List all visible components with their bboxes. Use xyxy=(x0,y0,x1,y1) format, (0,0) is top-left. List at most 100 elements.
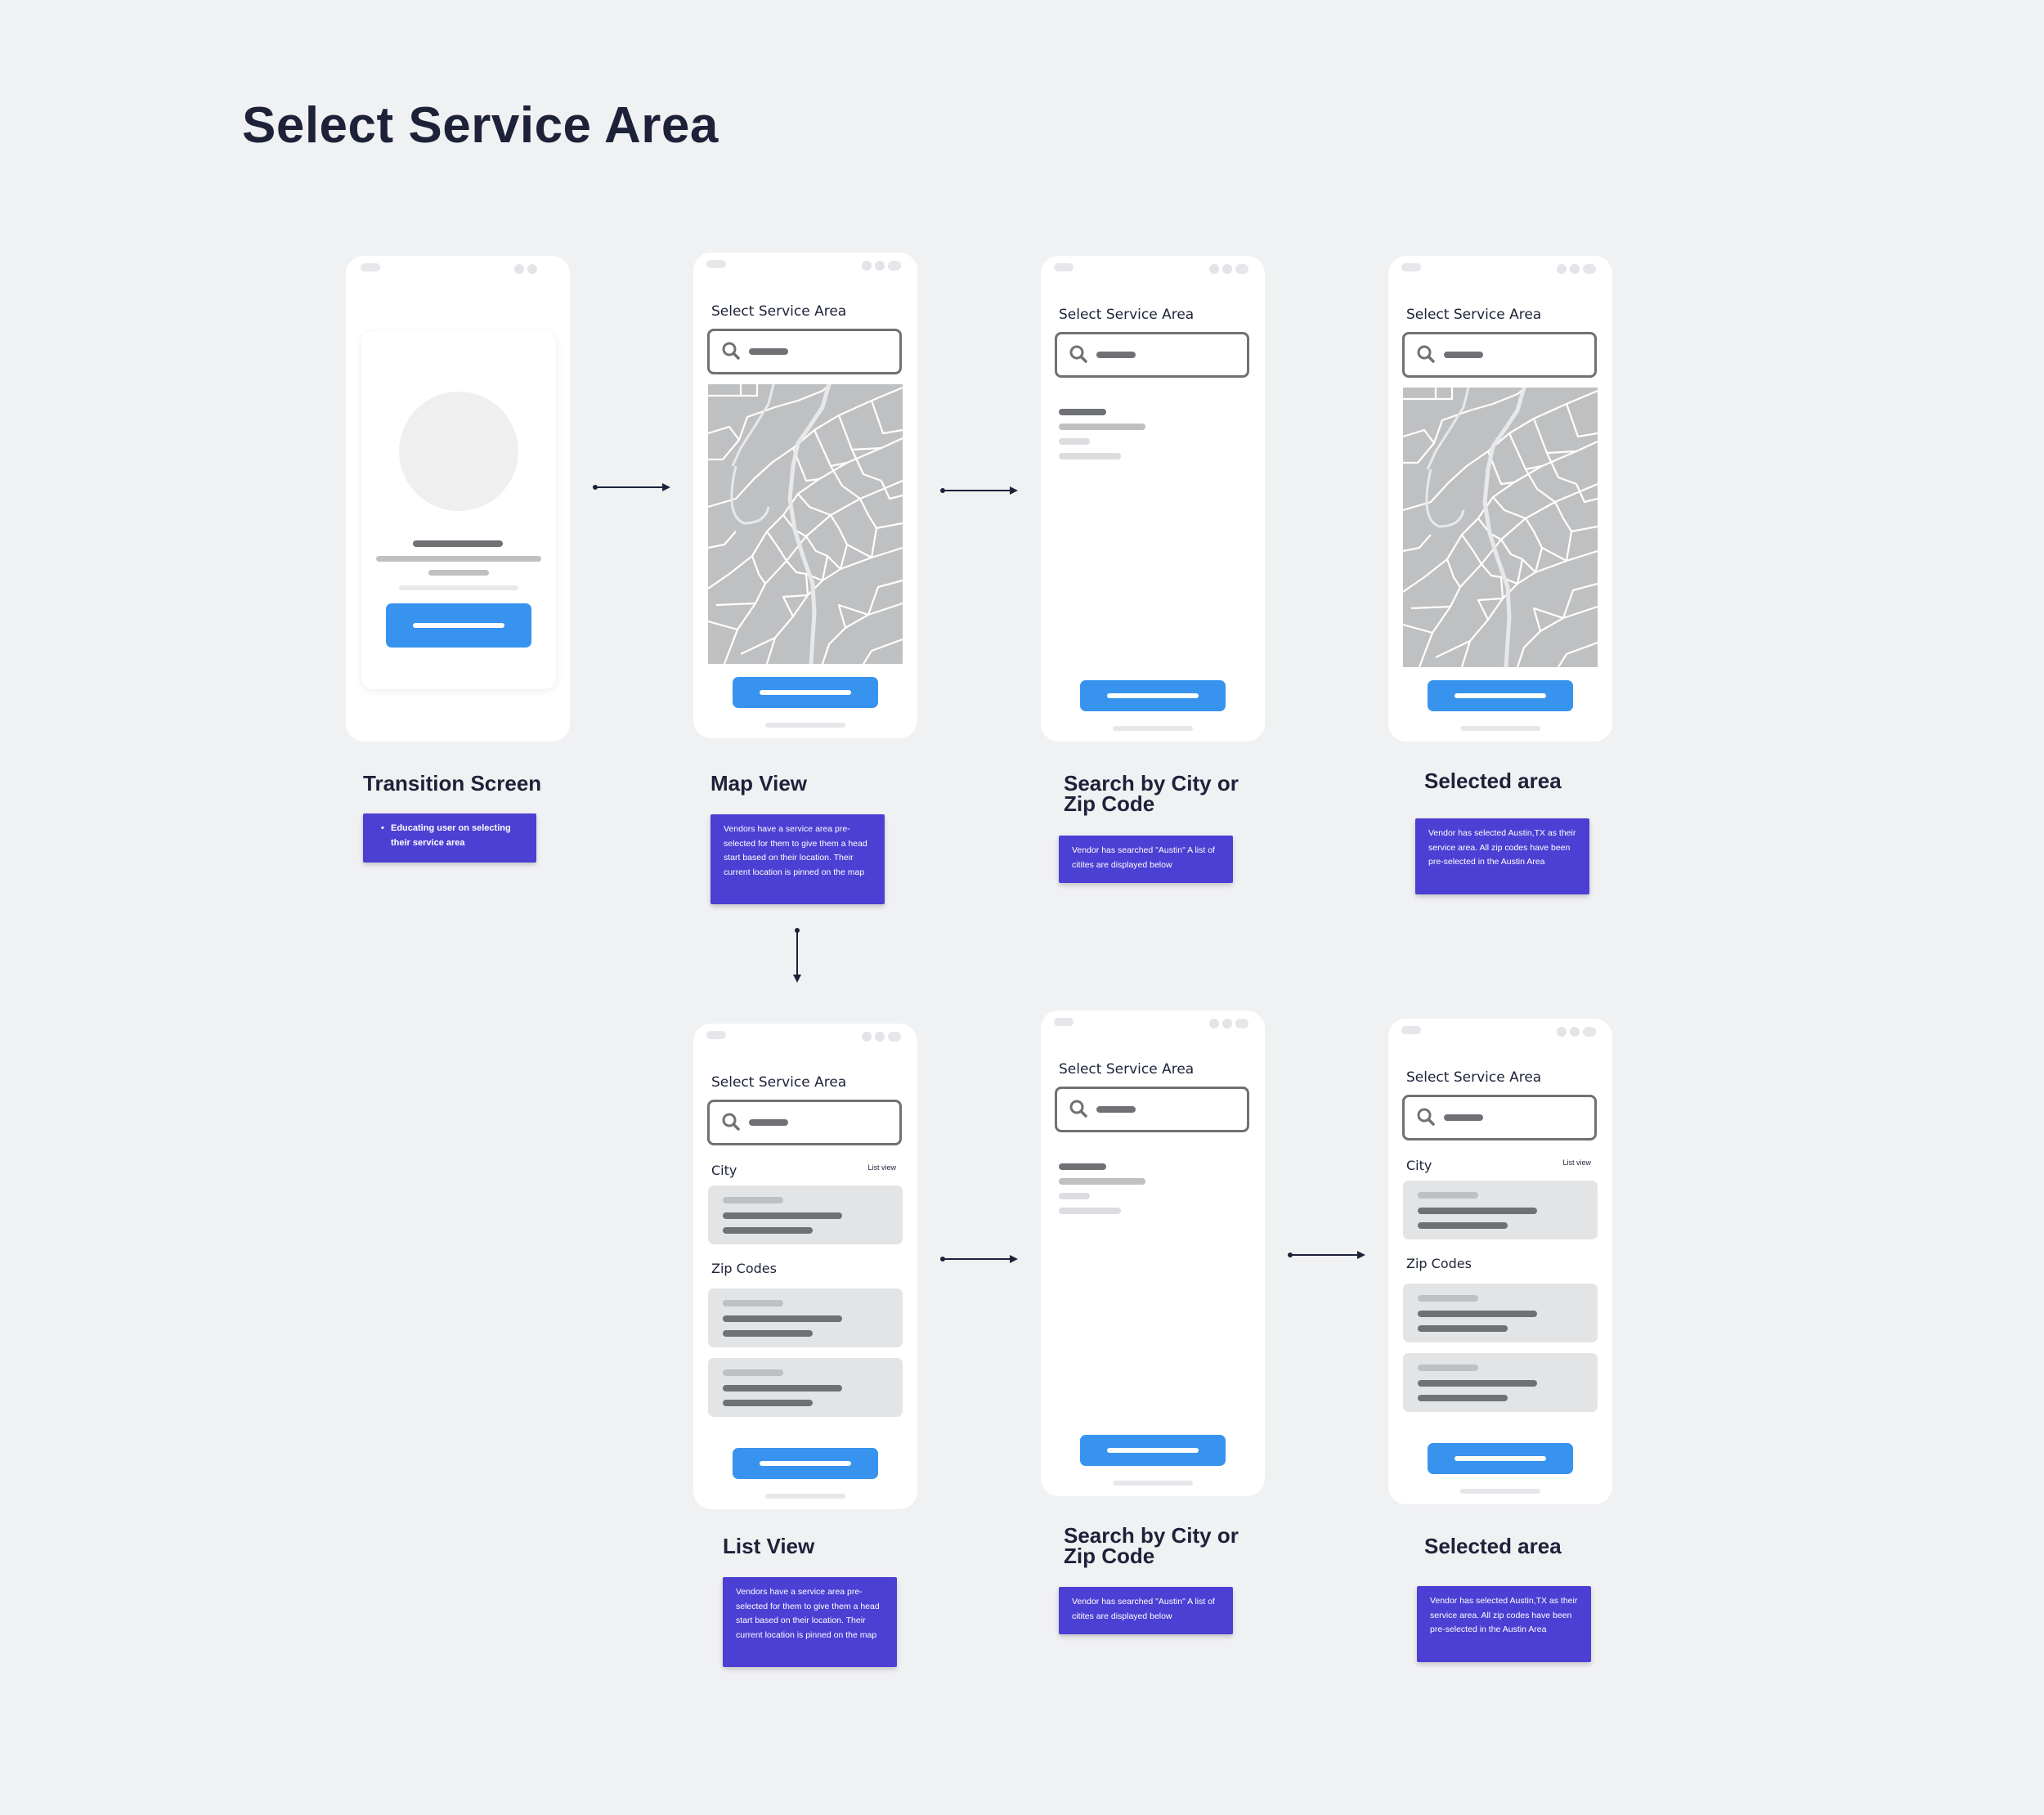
confirm-button[interactable] xyxy=(1080,680,1226,711)
status-dot xyxy=(875,1032,885,1042)
map-roads xyxy=(1403,388,1598,667)
status-pill xyxy=(361,263,380,271)
flow-arrow-right xyxy=(593,483,670,491)
home-indicator xyxy=(1113,726,1193,731)
note-transition: Educating user on selecting their servic… xyxy=(363,813,536,863)
map-area[interactable] xyxy=(1403,388,1598,667)
confirm-button[interactable] xyxy=(733,677,878,708)
search-input[interactable] xyxy=(1055,332,1249,378)
phone-search-1: Select Service Area xyxy=(1041,256,1265,742)
status-pill xyxy=(1401,263,1421,271)
confirm-button[interactable] xyxy=(1080,1435,1226,1466)
status-pill xyxy=(1583,264,1596,274)
search-icon xyxy=(1069,344,1088,364)
screen-header: Select Service Area xyxy=(711,303,847,320)
result-line[interactable] xyxy=(1059,409,1106,415)
zip-card[interactable] xyxy=(1403,1284,1598,1342)
result-line[interactable] xyxy=(1059,1208,1121,1214)
status-pill xyxy=(1401,1026,1421,1034)
screen-label: List View xyxy=(723,1534,815,1558)
search-icon xyxy=(1416,1107,1436,1127)
search-icon xyxy=(1416,344,1436,364)
phone-list-view: Select Service Area City List view Zip C… xyxy=(693,1024,917,1509)
search-input[interactable] xyxy=(707,1100,902,1145)
status-pill xyxy=(1054,263,1074,271)
list-view-toggle[interactable]: List view xyxy=(867,1163,896,1172)
illustration-placeholder xyxy=(399,392,518,511)
note-search-2: Vendor has searched "Austin" A list of c… xyxy=(1059,1587,1233,1634)
phone-map-view: Select Service Area xyxy=(693,253,917,738)
flow-arrow-right xyxy=(1288,1251,1365,1259)
list-view-toggle[interactable]: List view xyxy=(1562,1158,1591,1167)
screen-header: Select Service Area xyxy=(711,1074,847,1091)
text-line xyxy=(428,570,489,576)
confirm-button[interactable] xyxy=(1428,680,1573,711)
status-pill xyxy=(1583,1027,1596,1037)
zip-card[interactable] xyxy=(708,1358,903,1417)
flow-arrow-down xyxy=(793,928,801,983)
modal-card xyxy=(361,331,556,689)
result-line[interactable] xyxy=(1059,1178,1145,1185)
city-label: City xyxy=(1406,1158,1432,1173)
status-pill xyxy=(706,260,726,268)
map-area[interactable] xyxy=(708,384,903,664)
result-line[interactable] xyxy=(1059,1193,1090,1199)
status-dot xyxy=(1209,1019,1219,1028)
phone-selected-2: Select Service Area City List view Zip C… xyxy=(1388,1019,1612,1504)
status-dot xyxy=(1570,1027,1580,1037)
status-dot xyxy=(1557,1027,1567,1037)
screen-label: Selected area xyxy=(1424,1534,1562,1558)
home-indicator xyxy=(1460,726,1540,731)
home-indicator xyxy=(765,1494,845,1499)
zip-codes-label: Zip Codes xyxy=(1406,1256,1472,1271)
note-search-1: Vendor has searched "Austin" A list of c… xyxy=(1059,836,1233,883)
city-card[interactable] xyxy=(708,1185,903,1244)
note-selected-2: Vendor has selected Austin,TX as their s… xyxy=(1417,1586,1591,1662)
screen-header: Select Service Area xyxy=(1406,1069,1542,1086)
status-pill xyxy=(1235,264,1248,274)
city-card[interactable] xyxy=(1403,1181,1598,1239)
search-icon xyxy=(1069,1099,1088,1118)
text-line xyxy=(399,585,518,590)
screen-label: Search by City or Zip Code xyxy=(1064,771,1239,816)
status-dot xyxy=(875,261,885,271)
status-pill xyxy=(888,261,901,271)
result-line[interactable] xyxy=(1059,1163,1106,1170)
zip-card[interactable] xyxy=(708,1288,903,1347)
phone-search-2: Select Service Area xyxy=(1041,1011,1265,1496)
result-line[interactable] xyxy=(1059,424,1145,430)
search-icon xyxy=(721,341,741,361)
status-dot xyxy=(527,264,537,274)
search-icon xyxy=(721,1112,741,1132)
continue-button[interactable] xyxy=(386,603,531,648)
note-selected-1: Vendor has selected Austin,TX as their s… xyxy=(1415,818,1589,894)
status-pill xyxy=(888,1032,901,1042)
home-indicator xyxy=(1113,1481,1193,1486)
status-dot xyxy=(1557,264,1567,274)
search-input[interactable] xyxy=(707,329,902,374)
note-list-view: Vendors have a service area pre-selected… xyxy=(723,1577,897,1667)
zip-card[interactable] xyxy=(1403,1353,1598,1412)
status-dot xyxy=(1570,264,1580,274)
screen-header: Select Service Area xyxy=(1059,307,1195,323)
map-roads xyxy=(708,384,903,664)
result-line[interactable] xyxy=(1059,438,1090,445)
screen-header: Select Service Area xyxy=(1059,1061,1195,1078)
screen-header: Select Service Area xyxy=(1406,307,1542,323)
screen-label: Search by City or Zip Code xyxy=(1064,1523,1239,1568)
result-line[interactable] xyxy=(1059,453,1121,459)
text-line xyxy=(413,540,503,547)
search-input[interactable] xyxy=(1402,1095,1597,1141)
status-pill xyxy=(1235,1019,1248,1028)
city-label: City xyxy=(711,1163,737,1178)
home-indicator xyxy=(1460,1489,1540,1494)
status-dot xyxy=(1209,264,1219,274)
confirm-button[interactable] xyxy=(733,1448,878,1479)
search-input[interactable] xyxy=(1402,332,1597,378)
status-dot xyxy=(1222,1019,1232,1028)
confirm-button[interactable] xyxy=(1428,1443,1573,1474)
status-pill xyxy=(706,1031,726,1039)
search-input[interactable] xyxy=(1055,1087,1249,1132)
phone-selected-1: Select Service Area xyxy=(1388,256,1612,742)
note-map-view: Vendors have a service area pre-selected… xyxy=(710,814,885,904)
